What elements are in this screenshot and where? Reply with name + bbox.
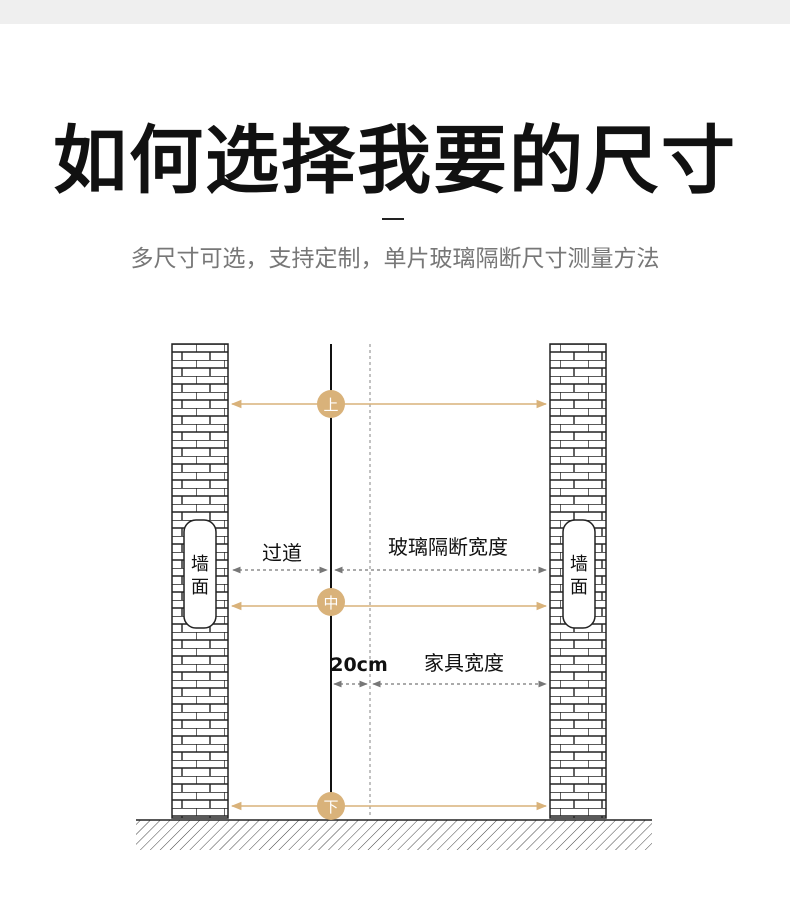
glass-width-label: 玻璃隔断宽度 (388, 535, 508, 559)
left-wall-label-2: 面 (191, 577, 209, 598)
marker-bottom: 下 (317, 792, 345, 820)
right-wall-label-plate (562, 519, 596, 629)
left-wall-label-1: 墙 (191, 554, 209, 575)
right-wall: 墙 面 (549, 343, 607, 819)
furniture-width-label: 家具宽度 (424, 651, 504, 675)
top-bar (0, 0, 790, 24)
right-wall-label-1: 墙 (570, 554, 588, 575)
svg-text:下: 下 (323, 798, 338, 816)
right-wall-label-2: 面 (570, 577, 588, 598)
svg-text:上: 上 (323, 396, 338, 414)
ground (136, 819, 652, 850)
page-subtitle: 多尺寸可选，支持定制，单片玻璃隔断尺寸测量方法 (130, 246, 660, 272)
marker-top: 上 (317, 390, 345, 418)
gap-label: 20cm (330, 654, 388, 676)
passage-label: 过道 (262, 541, 302, 565)
left-wall-label-plate (183, 519, 217, 629)
svg-text:中: 中 (323, 594, 338, 612)
title-divider (382, 218, 404, 220)
page-title: 如何选择我要的尺寸 (53, 118, 737, 204)
marker-middle: 中 (317, 588, 345, 616)
left-wall: 墙 面 (171, 343, 229, 819)
